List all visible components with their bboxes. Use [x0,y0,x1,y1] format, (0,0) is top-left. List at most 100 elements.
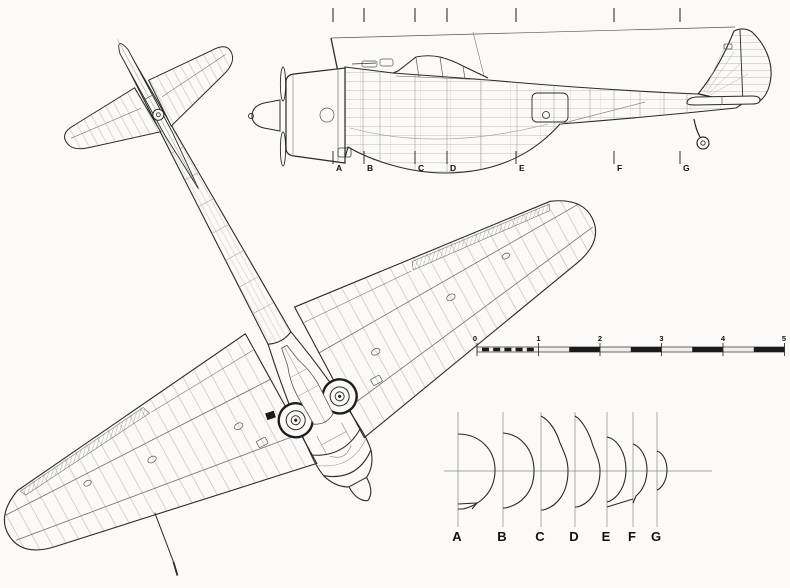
wing-right [293,200,597,439]
wing-trailing-edge-trace [559,101,646,125]
scale-number-1: 1 [536,334,540,343]
propeller-blade [279,66,287,102]
scale-segment [630,347,662,352]
scale-number-5: 5 [782,334,786,343]
rudder-hinge-plan [144,94,153,100]
wing-hatches [83,252,510,487]
scale-bar: 0 1 2 3 4 5 [473,334,786,356]
gun-trough [379,58,394,67]
flap-line-left [151,349,255,413]
center-section-marker [265,410,276,421]
station-label-g: G [683,163,690,173]
section-profile-b [502,432,535,509]
station-label-a: A [336,163,342,173]
fuselage-side-body [344,66,744,174]
propeller-blade [279,131,287,167]
nose-taper-right [366,449,373,478]
hatch-handhold [542,111,550,119]
antenna-lead-in [472,31,485,77]
canopy-center-rail [284,346,327,424]
canopy-crossbar [289,368,308,379]
gear-door-lines [316,422,352,458]
wing-root-fairing [349,123,549,140]
canopy-sill [395,75,489,81]
exhaust-stub [337,147,352,158]
fin-shading-lines [703,43,749,96]
spinner-base-plan [348,477,367,488]
engine-cowling [285,67,346,164]
propeller-hub [248,113,254,119]
tailwheel-plan [152,108,165,121]
tailplane-right [147,46,234,127]
pitot-tube-tip [172,561,179,576]
fin-inspection-panel [723,43,733,50]
tailwheel-strut [693,118,701,138]
cross-sections: A B C D E F G [444,412,712,544]
canopy-frame [439,56,444,79]
section-profile-a [457,433,496,510]
cowl-front-arc [323,449,372,478]
fin-rudder [696,28,772,105]
side-view-top-ticks [332,8,681,22]
station-label-d: D [450,163,456,173]
tail-wheel-hub [700,140,706,146]
aileron-left [19,407,151,496]
canopy [392,55,489,79]
station-label-c: C [418,163,424,173]
scale-number-2: 2 [598,334,602,343]
section-planes [457,412,658,527]
aileron-right [411,203,550,271]
rudder-hinge-line [739,29,744,105]
canopy-frame [415,57,420,78]
scale-segment [692,347,723,352]
section-profile-d [574,415,601,508]
scale-ticks [476,343,785,356]
station-label-f: F [617,163,622,173]
antenna-mast [330,37,339,73]
cowl-rear-arc [311,428,361,456]
section-label-b: B [497,529,506,544]
section-profile-g [656,450,668,491]
section-label-g: G [651,529,661,544]
plan-view [3,39,597,576]
scale-number-4: 4 [721,334,726,343]
scale-number-0: 0 [473,334,477,343]
nose-taper-left [323,475,349,488]
cowl-side-left [310,454,324,477]
station-ticks [332,151,681,164]
spinner [251,99,281,132]
main-wheel-right [321,378,358,415]
wing-spars [4,204,593,541]
tailplane-side [686,95,761,106]
section-profile-e [606,436,634,508]
antenna-wire [330,26,736,39]
station-label-e: E [519,163,525,173]
cowl-intake [319,107,335,123]
section-label-d: D [569,529,578,544]
station-label-b: B [367,163,373,173]
scale-number-3: 3 [659,334,663,343]
access-hatch [531,92,569,123]
fuselage-plan-forward-right [290,331,361,429]
tail-wheel [696,136,710,150]
tailwheel-plan-hub [155,112,161,118]
section-label-e: E [602,529,611,544]
section-label-f: F [628,529,636,544]
spinner-plan [348,476,372,502]
cowl-mid-arc [317,438,366,467]
flap-line-right [303,270,412,324]
section-profiles [457,415,668,511]
pitot-tube [154,512,174,562]
gun-trough [361,60,378,68]
gun-barrel [351,62,377,65]
cowl-side-right [359,428,372,451]
fuselage-plan-forward-left [267,344,312,456]
tailplane-left [63,87,162,150]
canopy-plan [281,344,334,425]
section-label-c: C [535,529,545,544]
scale-bar-body [476,346,785,353]
scale-segment [753,347,785,352]
side-view: A B C D E F G [248,8,772,174]
